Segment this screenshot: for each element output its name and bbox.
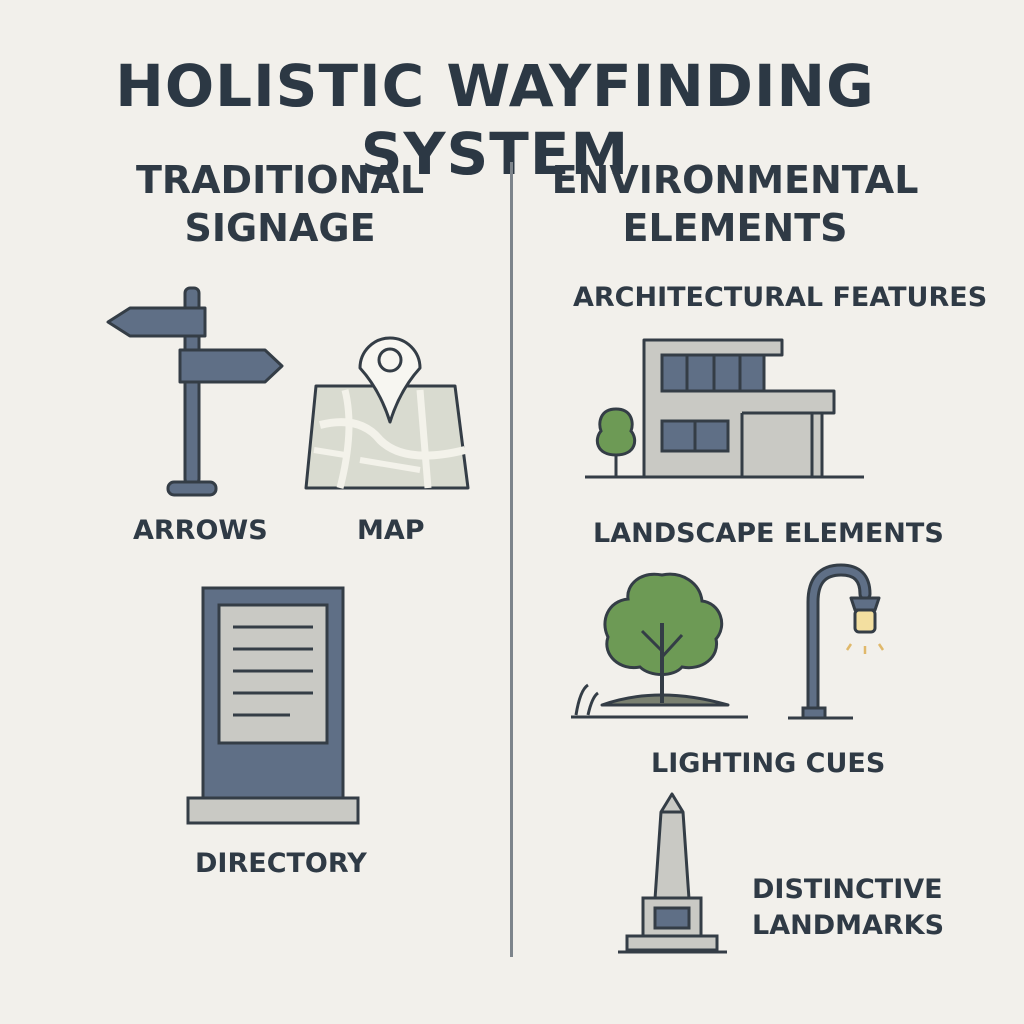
heading-line-2: SIGNAGE — [184, 206, 376, 250]
environmental-elements-heading: ENVIRONMENTAL ELEMENTS — [535, 156, 935, 252]
heading-line-1: TRADITIONAL — [135, 158, 425, 202]
landmarks-line-1: DISTINCTIVE — [752, 874, 943, 905]
architectural-features-label: ARCHITECTURAL FEATURES — [573, 282, 988, 313]
map-pin-icon — [304, 336, 470, 490]
lighting-cues-label: LIGHTING CUES — [651, 748, 886, 779]
street-lamp-icon — [788, 563, 885, 720]
signpost-icon — [106, 286, 284, 497]
heading-line-2: ELEMENTS — [622, 206, 848, 250]
directory-board-icon — [186, 586, 360, 825]
heading-line-1: ENVIRONMENTAL — [551, 158, 919, 202]
building-icon — [585, 338, 864, 479]
landmarks-line-2: LANDMARKS — [752, 910, 945, 941]
directory-label: DIRECTORY — [195, 848, 367, 879]
landscape-elements-label: LANDSCAPE ELEMENTS — [593, 518, 944, 549]
page-title: HOLISTIC WAYFINDING SYSTEM — [115, 52, 875, 188]
arrows-label: ARROWS — [133, 515, 268, 546]
tree-icon — [571, 572, 748, 719]
traditional-signage-heading: TRADITIONAL SIGNAGE — [80, 156, 480, 252]
column-divider — [510, 162, 513, 957]
obelisk-icon — [618, 792, 727, 954]
distinctive-landmarks-label: DISTINCTIVE LANDMARKS — [752, 872, 944, 944]
map-label: MAP — [357, 515, 425, 546]
